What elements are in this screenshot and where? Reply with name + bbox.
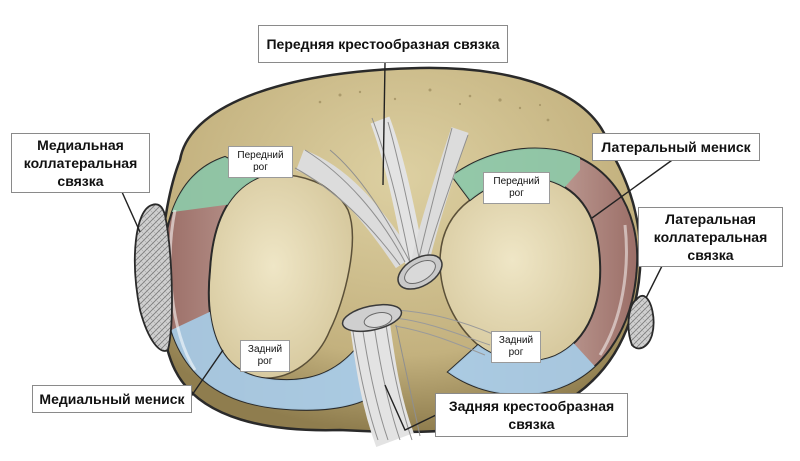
bone-texture <box>318 88 550 122</box>
anterior-horn-left-label: Передний рог <box>228 146 293 178</box>
leader-lines <box>121 62 676 431</box>
pcl-label: Задняя крестообразная связка <box>435 393 628 437</box>
medial-collateral-ligament <box>133 203 173 352</box>
posterior-horn-left-label: Задний рог <box>240 340 290 372</box>
medial-meniscus-label: Медиальный мениск <box>32 385 192 413</box>
pcl-fibers <box>350 309 496 448</box>
lateral-collateral-ligament <box>627 294 655 350</box>
anterior-horn-right-label: Передний рог <box>483 172 550 204</box>
acl-fibers <box>294 116 469 269</box>
lateral-meniscus-label: Латеральный мениск <box>592 133 760 161</box>
posterior-horn-right-label: Задний рог <box>491 331 541 363</box>
mcl-label: Медиальная коллатеральная связка <box>11 133 150 193</box>
lcl-label: Латеральная коллатеральная связка <box>638 207 783 267</box>
acl-label: Передняя крестообразная связка <box>258 25 508 63</box>
